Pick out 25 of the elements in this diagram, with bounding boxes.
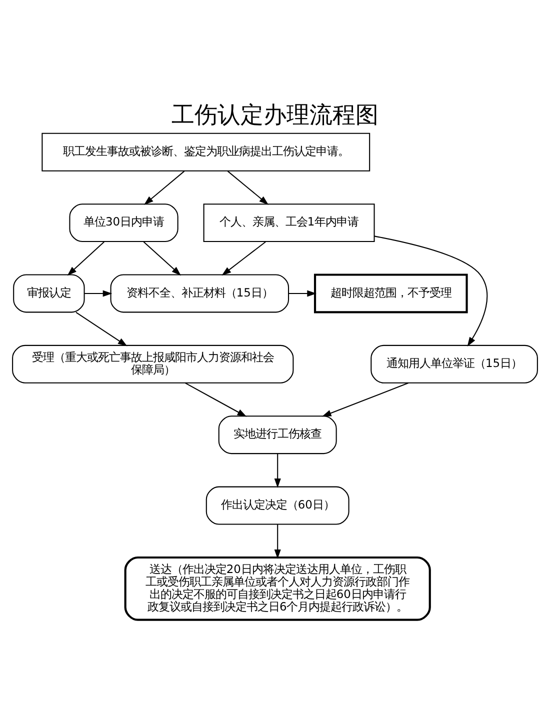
node-box: 作出认定决定（60日） [206, 486, 350, 525]
node-box: 通知用人单位举证（15日） [370, 344, 538, 384]
arrow [274, 524, 281, 559]
arrow [227, 170, 269, 205]
arrow [143, 241, 182, 276]
diagram-title: 工伤认定办理流程图 [172, 102, 378, 129]
arrow [185, 382, 247, 417]
arrow [67, 241, 104, 276]
arrow [144, 170, 185, 205]
node-box: 超时限超范围，不予受理 [314, 274, 468, 314]
node-box: 送达（作出决定20日内将决定送达用人单位，工伤职工或受伤职工亲属单位或者个人对人力资源行政部门作出的决定不服的可自接到决定书之日起60日内申请行政复议或自接到决定书之日6个月内提起行政诉讼）。 [124, 556, 431, 621]
arrow [322, 382, 409, 417]
node-box: 资料不全、补正材料（15日） [110, 274, 290, 313]
node-box: 个人、亲属、工会1年内申请 [203, 204, 375, 242]
node-box: 单位30日内申请 [69, 204, 178, 242]
node-box: 审报认定 [13, 274, 85, 313]
arrow [374, 236, 488, 346]
node-box: 职工发生事故或被诊断、鉴定为职业病提出工伤认定申请。 [42, 132, 370, 172]
node-box: 受理（重大或死亡事故上报咸阳市人力资源和社会保障局） [12, 344, 294, 384]
arrow [76, 312, 128, 346]
arrow [84, 290, 112, 297]
node-box: 实地进行工伤核查 [218, 416, 337, 454]
arrow [288, 290, 317, 297]
arrow [274, 454, 281, 488]
arrow [222, 241, 266, 276]
